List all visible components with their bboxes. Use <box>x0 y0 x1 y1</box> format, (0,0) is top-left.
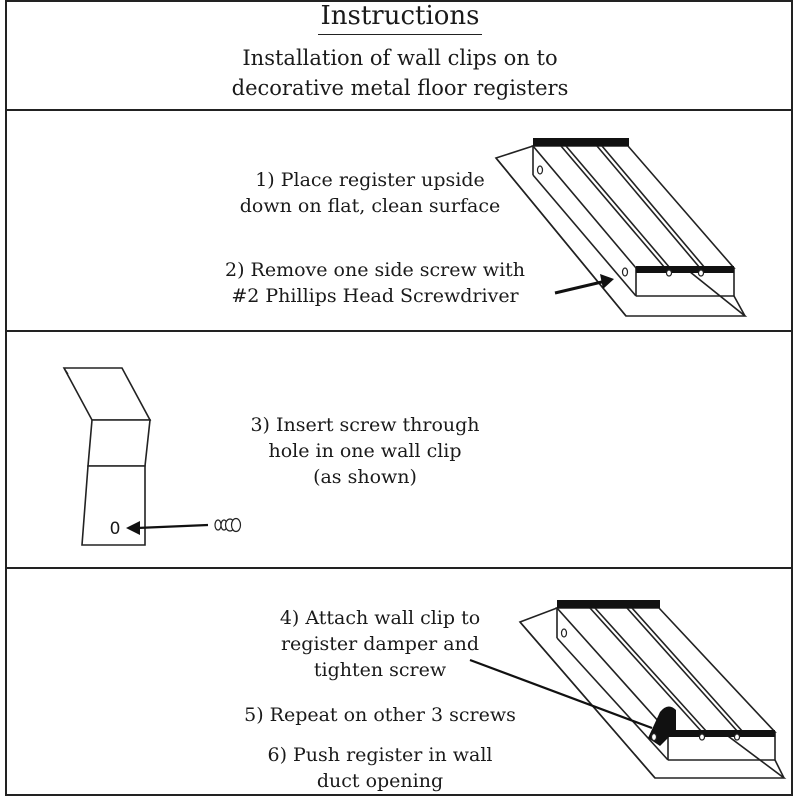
step-3-line-1: 3) Insert screw through <box>250 414 480 436</box>
title-underline <box>318 34 482 35</box>
subtitle-line-2: decorative metal floor registers <box>231 76 569 100</box>
step-6-text: 6) Push register in wall duct opening <box>245 742 515 794</box>
step-4-line-1: 4) Attach wall clip to <box>279 607 481 629</box>
clip-hole-label: 0 <box>109 519 121 539</box>
step-5-text: 5) Repeat on other 3 screws <box>244 704 516 726</box>
subtitle-line-1: Installation of wall clips on to <box>242 46 558 70</box>
page-title: Instructions <box>320 1 480 31</box>
step-3-line-2: hole in one wall clip <box>268 440 462 462</box>
step-3-text: 3) Insert screw through hole in one wall… <box>250 412 480 490</box>
step-2-text: 2) Remove one side screw with #2 Phillip… <box>195 257 555 309</box>
section-divider <box>5 567 793 569</box>
step-2-line-2: #2 Phillips Head Screwdriver <box>231 285 519 307</box>
step-2-line-1: 2) Remove one side screw with <box>224 259 526 281</box>
step-3-line-3: (as shown) <box>313 466 417 488</box>
section-divider <box>5 330 793 332</box>
step-1-line-2: down on flat, clean surface <box>239 195 501 217</box>
step-6-line-1: 6) Push register in wall <box>267 744 493 766</box>
step-1-line-1: 1) Place register upside <box>255 169 485 191</box>
page-frame <box>5 0 793 796</box>
page-subtitle: Installation of wall clips on to decorat… <box>0 43 800 103</box>
step-1-text: 1) Place register upside down on flat, c… <box>210 167 530 219</box>
step-6-line-2: duct opening <box>316 770 444 792</box>
step-4-line-2: register damper and <box>280 633 480 655</box>
step-4-line-3: tighten screw <box>313 659 447 681</box>
section-divider <box>5 109 793 111</box>
step-4-text: 4) Attach wall clip to register damper a… <box>260 605 500 683</box>
